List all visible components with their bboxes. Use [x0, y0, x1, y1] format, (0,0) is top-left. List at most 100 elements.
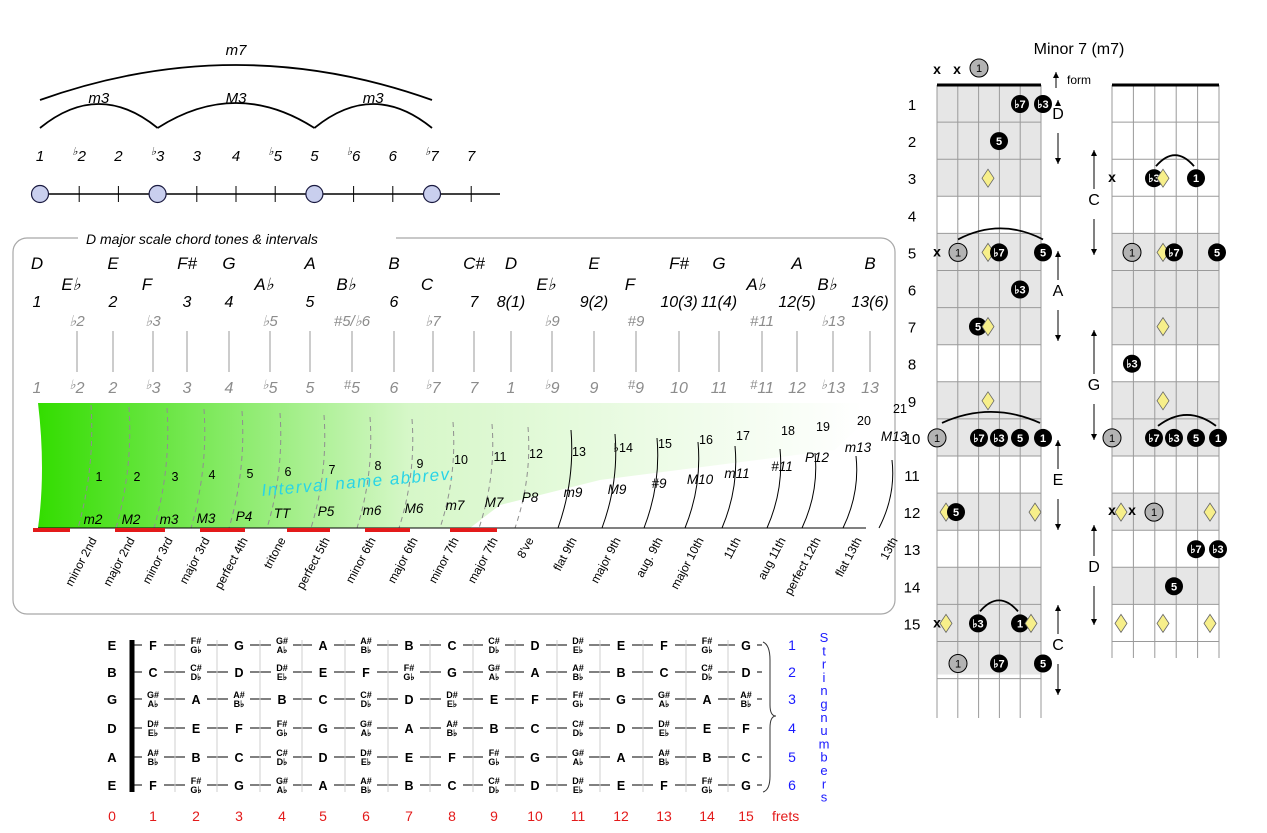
interval-boundary: [842, 455, 858, 529]
note-bg: [610, 662, 632, 682]
note-name: B♭: [336, 275, 356, 294]
note-sharp: C#: [190, 663, 202, 673]
scale-diamond: [1156, 391, 1170, 411]
open-string-note: E: [108, 638, 117, 653]
scale-degree-label: 9(2): [580, 294, 608, 311]
chord-tone-dot: [1187, 428, 1205, 447]
note-bg: [398, 635, 420, 655]
scale-degree-label: 1: [33, 294, 42, 311]
chord-fret-number: 13: [904, 542, 921, 559]
interval-abbreviation: M9: [608, 482, 627, 497]
scale-degree: ♭5: [268, 146, 282, 165]
chord-tone-dot: [990, 428, 1008, 447]
note-name: G: [712, 254, 725, 273]
barre-arc: [1155, 154, 1195, 167]
semitone-degree: 13: [861, 380, 879, 397]
semitone-degree: 2: [108, 380, 118, 397]
note-natural: G: [616, 693, 626, 707]
note-sharp: G#: [276, 636, 288, 646]
semitone-degree: #9: [628, 377, 644, 397]
accidental: #: [750, 377, 758, 392]
chord-tone-label: 5: [953, 507, 959, 519]
note-sharp: D#: [572, 776, 584, 786]
note-bg: [142, 775, 164, 795]
note-bg: [228, 718, 250, 738]
fret-number: 14: [699, 808, 715, 824]
degree-number: 7: [432, 380, 442, 397]
root-label: 1: [955, 659, 961, 671]
interval-column: D11: [31, 254, 43, 397]
chord-tone-dot: [1209, 428, 1227, 447]
semitone-count: 4: [209, 468, 216, 482]
degree-number: 9: [635, 380, 644, 397]
note-bg: [355, 635, 377, 655]
note-sharp: A#: [360, 776, 372, 786]
semitone-count: 15: [658, 437, 672, 451]
scale-degree: ♭7: [425, 146, 439, 165]
note-bg: [696, 662, 718, 682]
root-dot: [1102, 428, 1122, 448]
note-bg: [696, 689, 718, 709]
interval-abbreviation: m6: [363, 503, 382, 518]
note-flat: E♭: [659, 728, 669, 738]
note-bg: [653, 662, 675, 682]
note-flat: B♭: [447, 728, 458, 738]
chord-tone-dot: [990, 132, 1008, 151]
note-bg: [653, 635, 675, 655]
chord-tone-dot: [1123, 354, 1141, 373]
chord-tone-dot: [969, 317, 987, 336]
note-natural: G: [741, 639, 751, 653]
note-name: A: [790, 254, 802, 273]
note-bg: [524, 689, 546, 709]
chord-tone-dot: [1187, 169, 1205, 188]
root-label: 1: [976, 63, 982, 75]
altered-degree-label: #9: [628, 313, 645, 330]
note-natural: F: [660, 779, 668, 793]
accidental: ♭: [262, 377, 269, 392]
note-bg: [735, 662, 757, 682]
note-name: F: [142, 275, 154, 294]
string-number: 5: [788, 749, 796, 765]
chord-fret-number: 9: [908, 394, 916, 411]
note-bg: [398, 775, 420, 795]
note-bg: [524, 662, 546, 682]
note-natural: G: [318, 722, 328, 736]
string-number: 4: [788, 720, 796, 736]
accidental: #: [344, 377, 352, 392]
note-natural: F: [362, 666, 370, 680]
note-sharp: G#: [147, 690, 159, 700]
form-letter: E: [1053, 472, 1064, 489]
note-bg: [228, 635, 250, 655]
note-flat: A♭: [277, 645, 288, 655]
note-flat: B♭: [234, 699, 245, 709]
note-bg: [567, 747, 589, 767]
form-arrow-up-head: [1091, 330, 1097, 336]
interval-boundary: [801, 452, 817, 529]
note-bg: [312, 689, 334, 709]
form-arrow-down-head: [1055, 524, 1061, 530]
semitone-degree: ♭3: [145, 377, 160, 397]
open-string-note: D: [107, 721, 116, 736]
note-sharp: F#: [702, 776, 713, 786]
note-name: F#: [669, 254, 689, 273]
chord-tone-label: ♭7: [993, 247, 1004, 259]
note-bg: [441, 662, 463, 682]
panel-title-bg: [78, 230, 396, 248]
note-natural: A: [191, 693, 200, 707]
scale-degree-label: 8(1): [497, 294, 525, 311]
semitone-degree: 9: [590, 380, 599, 397]
muted-string-x: x: [933, 243, 941, 259]
note-sharp: A#: [147, 748, 159, 758]
chord-tone-label: 1: [1040, 433, 1046, 445]
arc-M3: [157, 102, 315, 129]
note-flat: A♭: [489, 672, 500, 682]
scale-degree-label: 2: [108, 294, 118, 311]
note-natural: C: [447, 779, 456, 793]
interval-abbreviation: M7: [485, 495, 504, 510]
chord-fret-number: 6: [908, 283, 916, 300]
chord-fret-number: 15: [904, 616, 921, 633]
interval-abbreviation: M13: [881, 429, 908, 444]
arc-m3-upper: [313, 103, 433, 129]
interval-abbreviation: P12: [805, 450, 830, 465]
